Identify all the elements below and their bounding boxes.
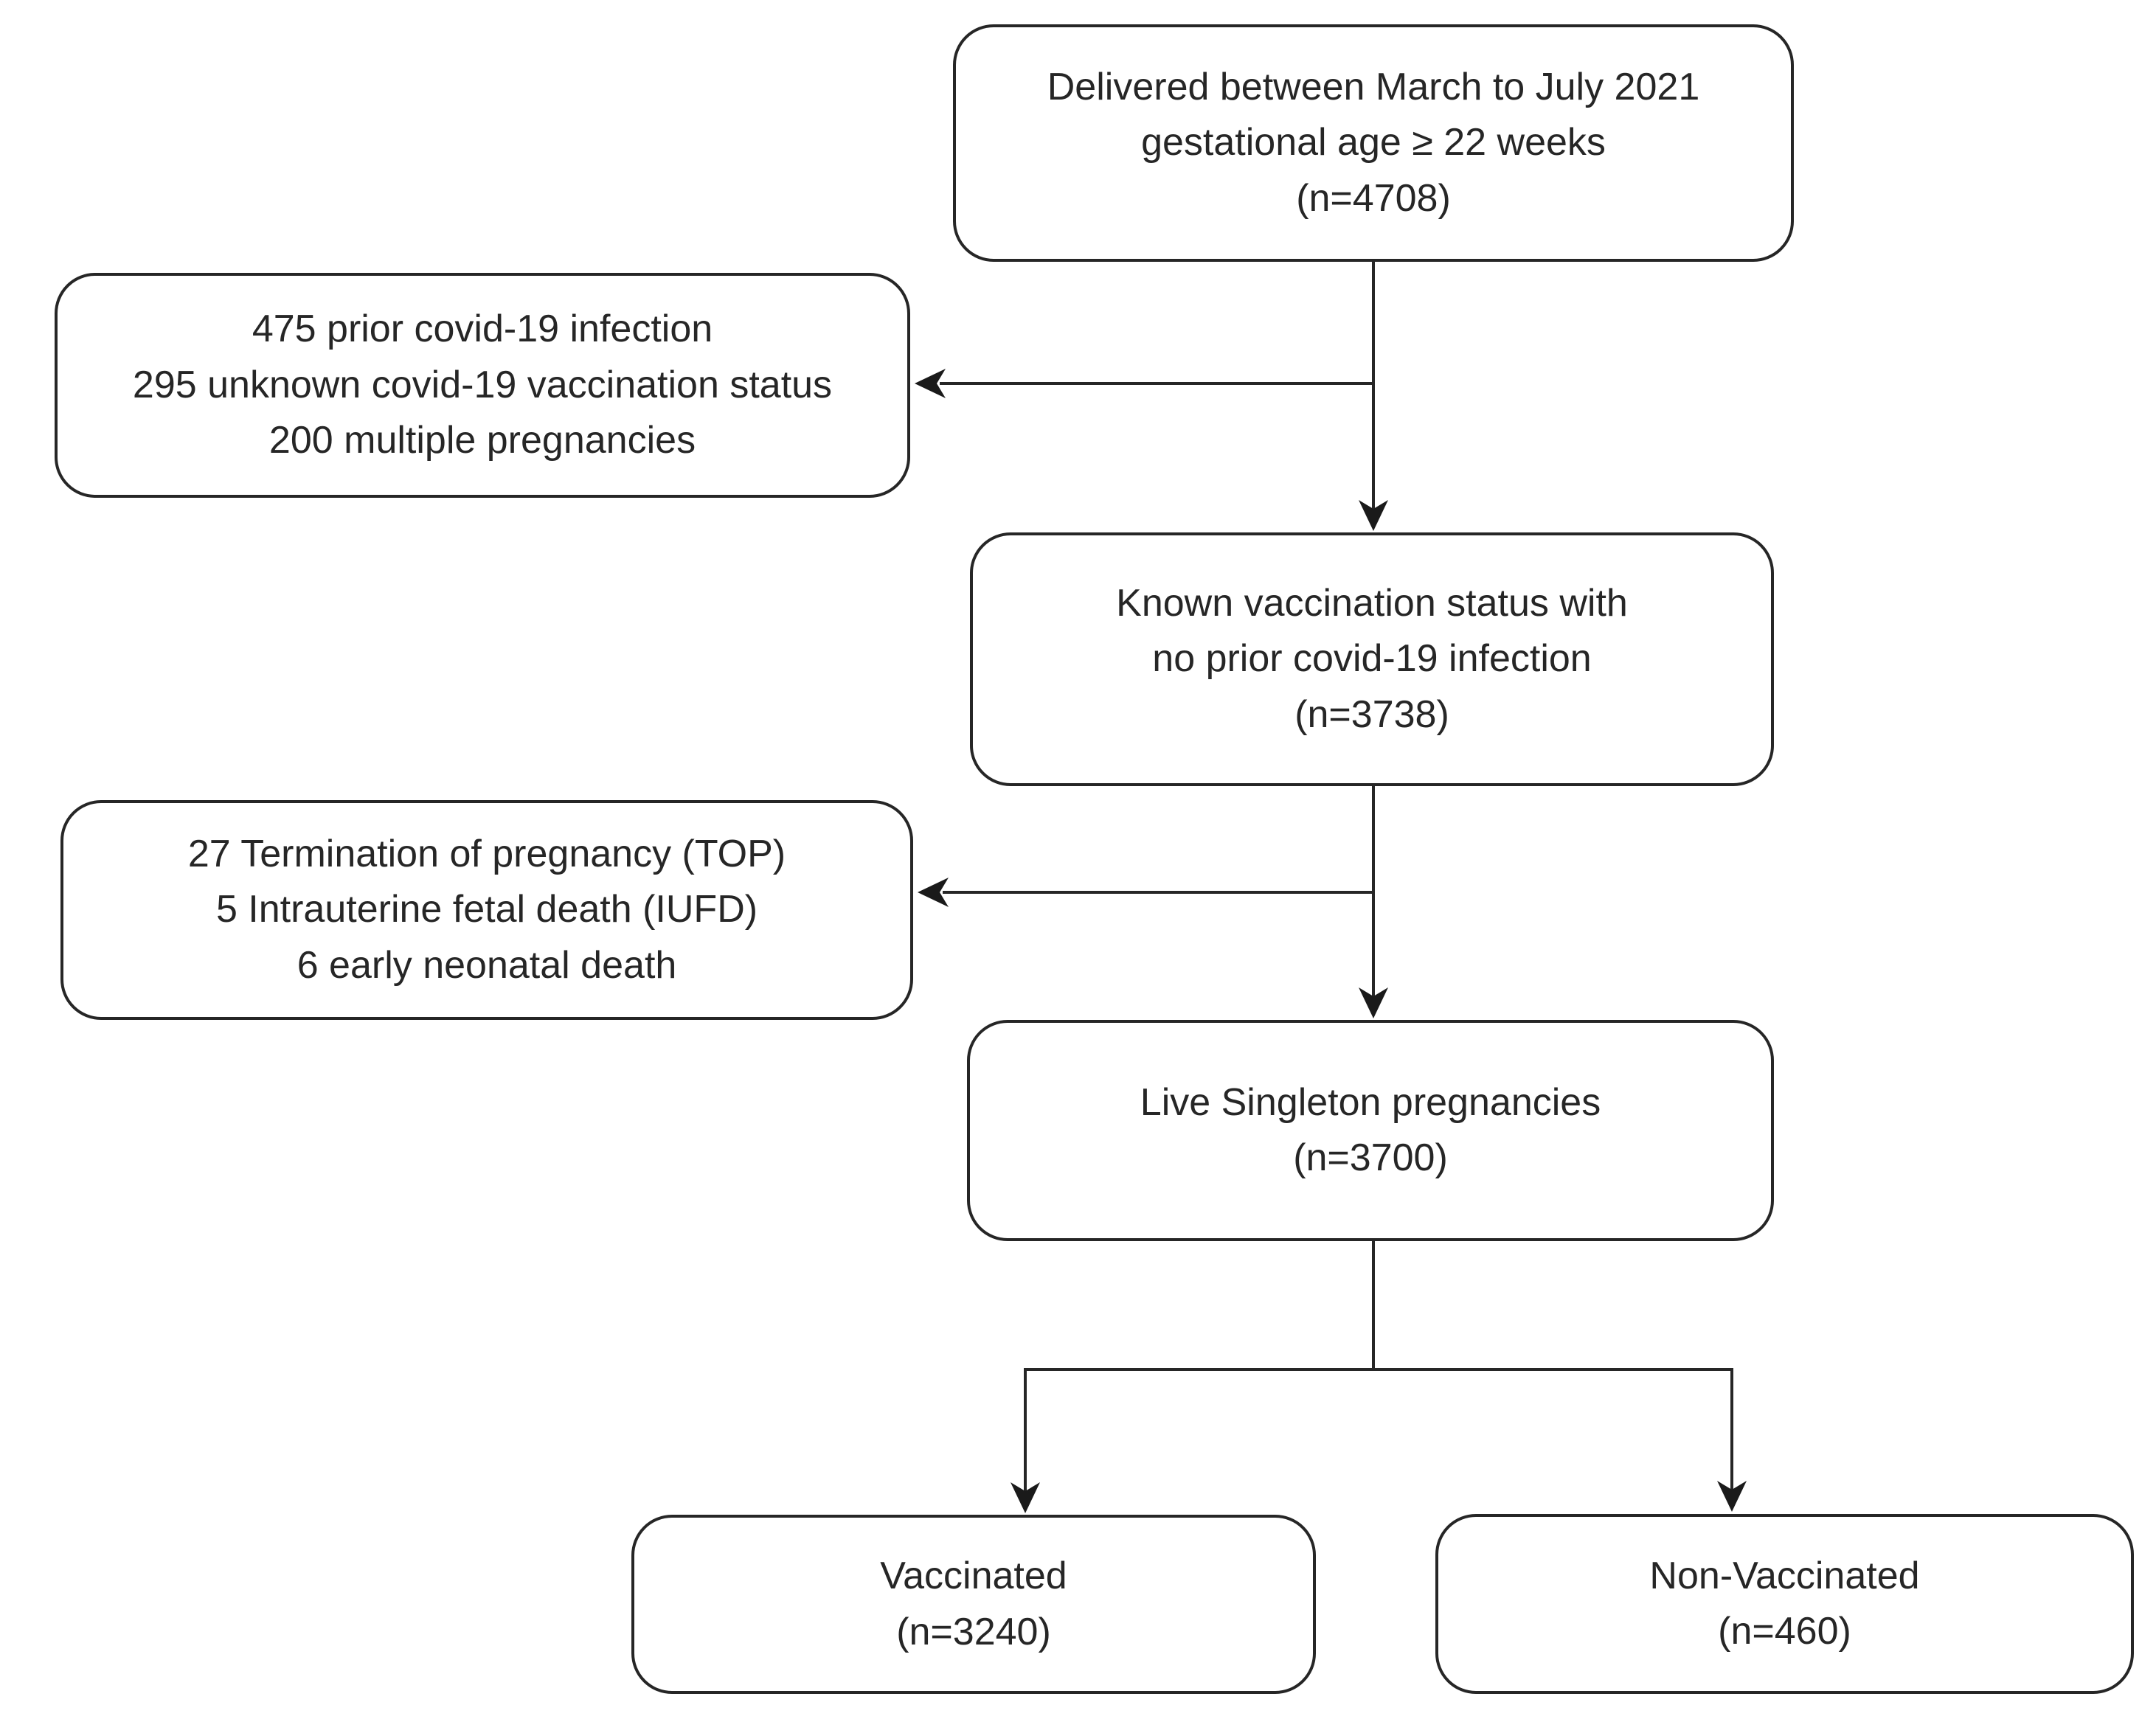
node-excluded-before-cohort: 475 prior covid-19 infection 295 unknown…: [55, 273, 910, 498]
node-live-singleton: Live Singleton pregnancies (n=3700): [967, 1020, 1774, 1241]
node-line: Vaccinated: [880, 1555, 1067, 1598]
arrowhead-left-icon: [918, 878, 949, 907]
node-excluded-outcomes: 27 Termination of pregnancy (TOP) 5 Intr…: [60, 800, 913, 1020]
node-line: Live Singleton pregnancies: [1140, 1080, 1601, 1124]
node-line: 27 Termination of pregnancy (TOP): [187, 832, 786, 875]
node-line: (n=3240): [896, 1610, 1051, 1653]
arrowhead-down-icon: [1011, 1482, 1040, 1513]
arrowhead-left-icon: [915, 369, 946, 398]
node-line: 200 multiple pregnancies: [268, 419, 696, 462]
node-line: (n=460): [1718, 1610, 1851, 1653]
node-line: Delivered between March to July 2021: [1047, 65, 1700, 108]
node-line: Non-Vaccinated: [1649, 1554, 1920, 1597]
node-line: 5 Intrauterine fetal death (IUFD): [215, 888, 758, 931]
node-line: (n=3738): [1294, 692, 1449, 736]
node-known-status: Known vaccination status with no prior c…: [970, 532, 1774, 786]
node-line: (n=4708): [1296, 176, 1451, 220]
node-vaccinated: Vaccinated (n=3240): [631, 1515, 1316, 1694]
node-non-vaccinated: Non-Vaccinated (n=460): [1435, 1514, 2134, 1694]
node-line: 6 early neonatal death: [297, 943, 677, 987]
node-line: 295 unknown covid-19 vaccination status: [132, 363, 833, 406]
arrowhead-down-icon: [1359, 500, 1388, 531]
node-line: no prior covid-19 infection: [1152, 637, 1592, 681]
arrowhead-down-icon: [1359, 987, 1388, 1018]
arrowhead-down-icon: [1717, 1481, 1747, 1512]
node-line: (n=3700): [1293, 1136, 1448, 1179]
node-line: gestational age ≥ 22 weeks: [1141, 121, 1606, 164]
node-line: Known vaccination status with: [1116, 581, 1628, 625]
node-delivered: Delivered between March to July 2021 ges…: [953, 24, 1794, 262]
node-line: 475 prior covid-19 infection: [252, 308, 713, 351]
